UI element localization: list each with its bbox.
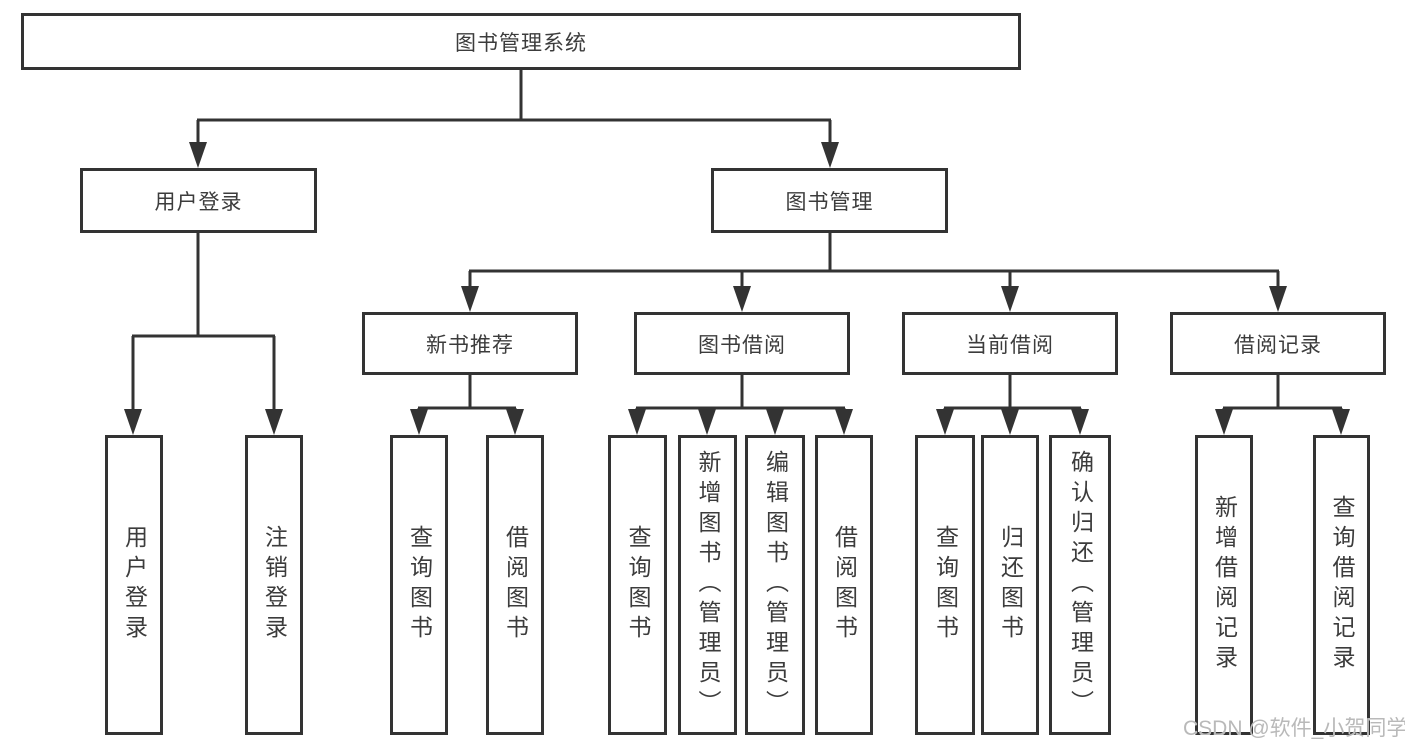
leaf-add-borrow-record-label: 新增借阅记录 bbox=[1211, 495, 1238, 675]
leaf-recommend-query-books: 查询图书 bbox=[390, 435, 448, 735]
node-book-borrowing: 图书借阅 bbox=[634, 312, 850, 375]
leaf-return-books: 归还图书 bbox=[981, 435, 1039, 735]
node-root-label: 图书管理系统 bbox=[455, 31, 587, 55]
leaf-return-books-label: 归还图书 bbox=[997, 525, 1024, 645]
leaf-user-login: 用户登录 bbox=[105, 435, 163, 735]
node-book-borrowing-label: 图书借阅 bbox=[698, 333, 786, 357]
node-borrowing-records: 借阅记录 bbox=[1170, 312, 1386, 375]
leaf-confirm-return-admin: 确认归还（管理员） bbox=[1049, 435, 1111, 735]
node-current-borrowing: 当前借阅 bbox=[902, 312, 1118, 375]
leaf-add-books-admin-label: 新增图书（管理员） bbox=[695, 450, 721, 720]
leaf-query-borrow-record-label: 查询借阅记录 bbox=[1329, 495, 1355, 675]
node-user-login: 用户登录 bbox=[80, 168, 317, 233]
node-new-book-recommend-label: 新书推荐 bbox=[426, 333, 514, 357]
leaf-borrowing-borrow-books: 借阅图书 bbox=[815, 435, 873, 735]
leaf-logout-login: 注销登录 bbox=[245, 435, 303, 735]
watermark: CSDN @软件_小贺同学 bbox=[1183, 717, 1405, 740]
node-new-book-recommend: 新书推荐 bbox=[362, 312, 578, 375]
leaf-add-books-admin: 新增图书（管理员） bbox=[678, 435, 737, 735]
leaf-user-login-label: 用户登录 bbox=[121, 525, 148, 645]
leaf-confirm-return-admin-label: 确认归还（管理员） bbox=[1067, 450, 1094, 720]
leaf-logout-login-label: 注销登录 bbox=[261, 525, 288, 645]
leaf-add-borrow-record: 新增借阅记录 bbox=[1195, 435, 1253, 735]
leaf-edit-books-admin-label: 编辑图书（管理员） bbox=[762, 450, 789, 720]
node-current-borrowing-label: 当前借阅 bbox=[966, 333, 1054, 357]
node-user-login-label: 用户登录 bbox=[154, 190, 243, 214]
node-root: 图书管理系统 bbox=[21, 13, 1021, 70]
leaf-recommend-query-books-label: 查询图书 bbox=[406, 525, 433, 645]
node-book-management-label: 图书管理 bbox=[785, 190, 874, 214]
leaf-borrowing-query-books: 查询图书 bbox=[608, 435, 667, 735]
leaf-edit-books-admin: 编辑图书（管理员） bbox=[745, 435, 805, 735]
leaf-recommend-borrow-books-label: 借阅图书 bbox=[502, 525, 529, 645]
leaf-borrowing-query-books-label: 查询图书 bbox=[625, 525, 651, 645]
leaf-query-borrow-record: 查询借阅记录 bbox=[1313, 435, 1370, 735]
leaf-recommend-borrow-books: 借阅图书 bbox=[486, 435, 544, 735]
leaf-borrowing-borrow-books-label: 借阅图书 bbox=[831, 525, 858, 645]
node-book-management: 图书管理 bbox=[711, 168, 948, 233]
leaf-current-query-books-label: 查询图书 bbox=[932, 525, 959, 645]
node-borrowing-records-label: 借阅记录 bbox=[1234, 333, 1322, 357]
leaf-current-query-books: 查询图书 bbox=[915, 435, 975, 735]
